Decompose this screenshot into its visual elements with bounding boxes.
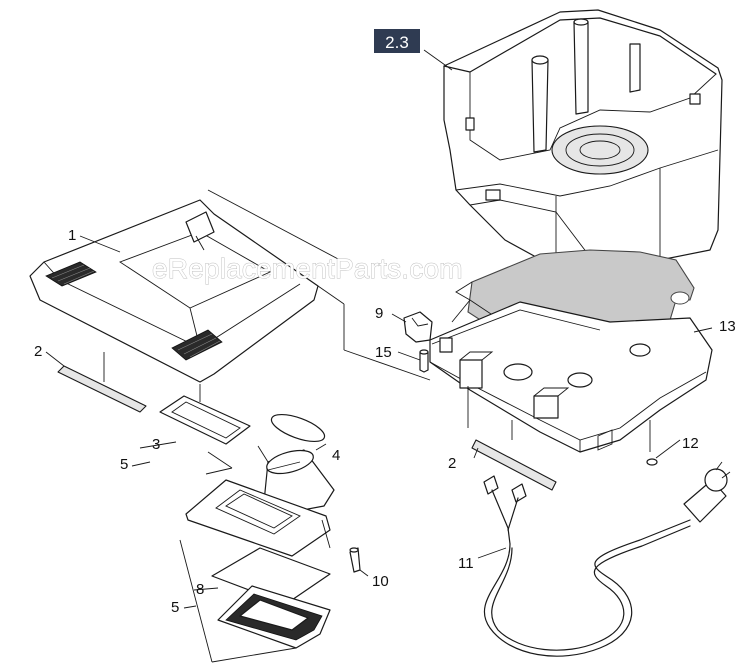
callout-3: 3 — [152, 436, 160, 453]
retaining-clip — [403, 311, 433, 343]
seal-strip-right — [471, 439, 557, 491]
section-badge-box — [374, 29, 420, 53]
section-badge: 2.3 — [374, 29, 420, 53]
small-frame — [159, 395, 251, 445]
callout-pointers — [45, 49, 713, 609]
watermark-text: eReplacementParts.com — [152, 253, 463, 284]
callout-13: 13 — [719, 318, 736, 335]
section-badge-label: 2.3 — [385, 33, 409, 52]
screw-10 — [349, 547, 361, 573]
leader-lines — [103, 189, 651, 663]
seal-strip-left — [57, 365, 147, 413]
callout-15: 15 — [375, 344, 392, 361]
callout-labels: 1 2 3 4 5 8 5 10 9 15 13 2 12 11 — [34, 227, 736, 616]
screw-15 — [419, 349, 429, 373]
heater-tray — [217, 585, 331, 649]
callout-2-right: 2 — [448, 455, 456, 472]
top-lid — [29, 199, 319, 383]
callout-10: 10 — [372, 573, 389, 590]
callout-2-left: 2 — [34, 343, 42, 360]
mounting-plate — [185, 479, 331, 557]
callout-8: 8 — [196, 581, 204, 598]
lens-disc — [270, 413, 326, 443]
rubber-foot — [646, 458, 658, 466]
callout-9: 9 — [375, 305, 383, 322]
base-plate — [429, 301, 713, 453]
callout-5-upper: 5 — [120, 456, 128, 473]
callout-12: 12 — [682, 435, 699, 452]
callout-1: 1 — [68, 227, 76, 244]
callout-5-lower: 5 — [171, 599, 179, 616]
callout-11: 11 — [458, 555, 474, 572]
air-duct — [263, 449, 335, 513]
housing-assembly — [443, 9, 723, 273]
callout-4: 4 — [332, 447, 340, 464]
power-cord — [483, 461, 731, 657]
